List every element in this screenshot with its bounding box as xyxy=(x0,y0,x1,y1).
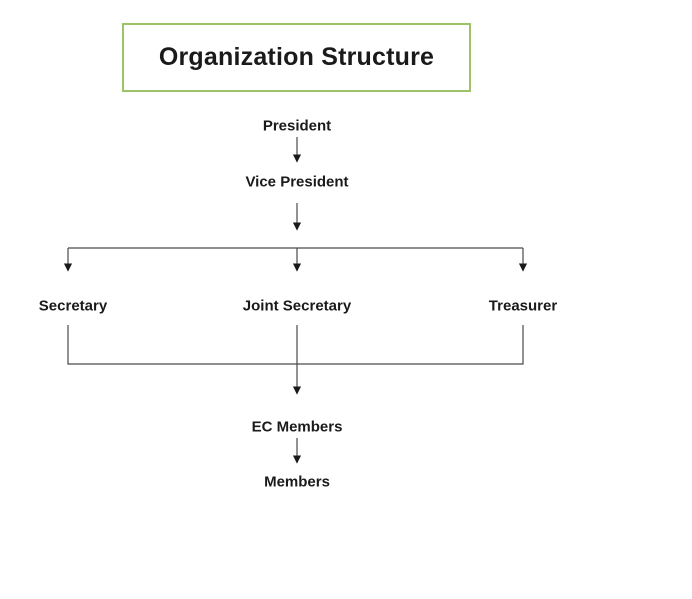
node-ec-members: EC Members xyxy=(251,418,343,436)
title-box: Organization Structure xyxy=(122,23,471,92)
page-title: Organization Structure xyxy=(158,43,435,71)
node-secretary: Secretary xyxy=(38,297,108,315)
node-joint-secretary: Joint Secretary xyxy=(242,297,352,315)
node-treasurer: Treasurer xyxy=(488,297,558,315)
node-president: President xyxy=(262,117,332,135)
node-vice-president: Vice President xyxy=(245,173,349,191)
node-members: Members xyxy=(264,473,330,491)
merge-bracket-line xyxy=(67,325,524,365)
